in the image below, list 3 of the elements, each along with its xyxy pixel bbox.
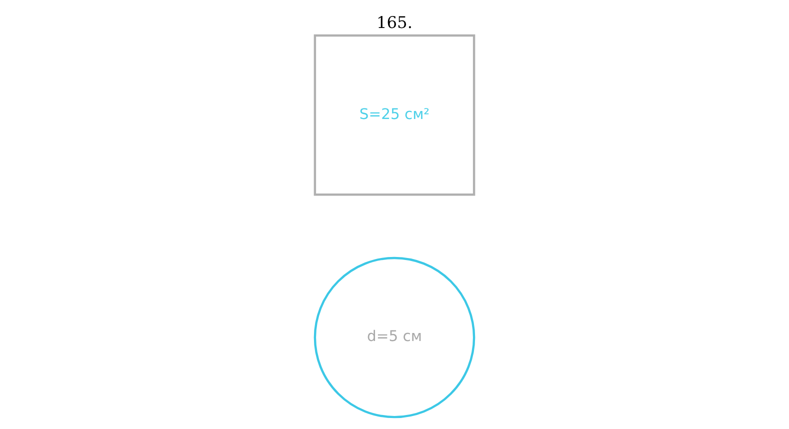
node-circle: d=5 см — [314, 256, 476, 418]
diagram-title: 165. — [376, 12, 413, 32]
node-box: S=25 см² — [314, 34, 476, 196]
